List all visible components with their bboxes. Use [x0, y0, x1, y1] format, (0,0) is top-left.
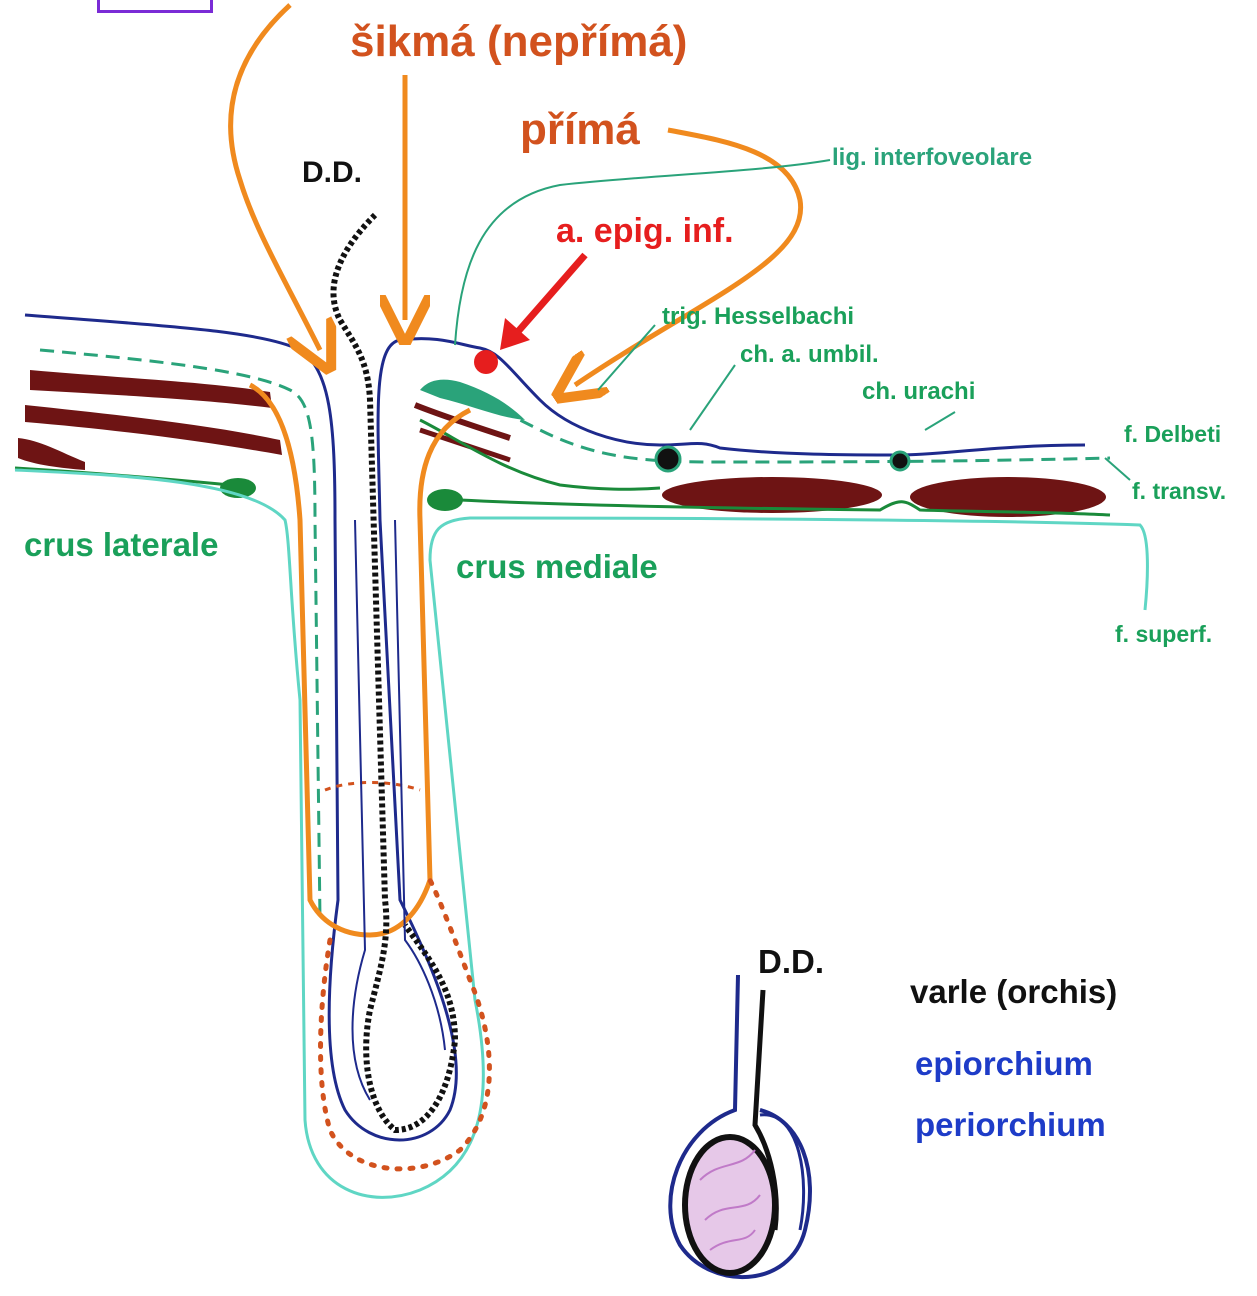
- label-dd-bottom: D.D.: [758, 945, 824, 978]
- lateral-muscle-bands: [18, 370, 282, 470]
- label-ch-a-umbil: ch. a. umbil.: [740, 343, 879, 367]
- urachus-node: [891, 452, 909, 470]
- umbilical-cord-node: [656, 447, 680, 471]
- label-crus-laterale: crus laterale: [24, 528, 218, 561]
- label-a-epig-inf: a. epig. inf.: [556, 214, 734, 248]
- epigastric-artery-dot: [474, 350, 498, 374]
- label-crus-mediale: crus mediale: [456, 550, 658, 583]
- epigastric-arrow: [515, 255, 585, 335]
- label-trig-hesselbachi: trig. Hesselbachi: [662, 305, 854, 329]
- label-direct: přímá: [520, 108, 640, 152]
- label-oblique: šikmá (nepřímá): [350, 20, 687, 64]
- label-varle: varle (orchis): [910, 975, 1117, 1008]
- label-dd-top: D.D.: [302, 158, 362, 188]
- label-f-delbeti: f. Delbeti: [1124, 423, 1221, 446]
- ductus-deferens: [333, 215, 455, 1130]
- label-periorchium: periorchium: [915, 1108, 1106, 1141]
- label-ch-urachi: ch. urachi: [862, 380, 975, 404]
- testis-figure: [670, 975, 810, 1277]
- cremaster-layer: [250, 385, 470, 935]
- label-f-superf: f. superf.: [1115, 623, 1212, 646]
- label-f-transv: f. transv.: [1132, 480, 1226, 503]
- label-epiorchium: epiorchium: [915, 1047, 1093, 1080]
- label-lig-interfoveolare: lig. interfoveolare: [832, 146, 1032, 170]
